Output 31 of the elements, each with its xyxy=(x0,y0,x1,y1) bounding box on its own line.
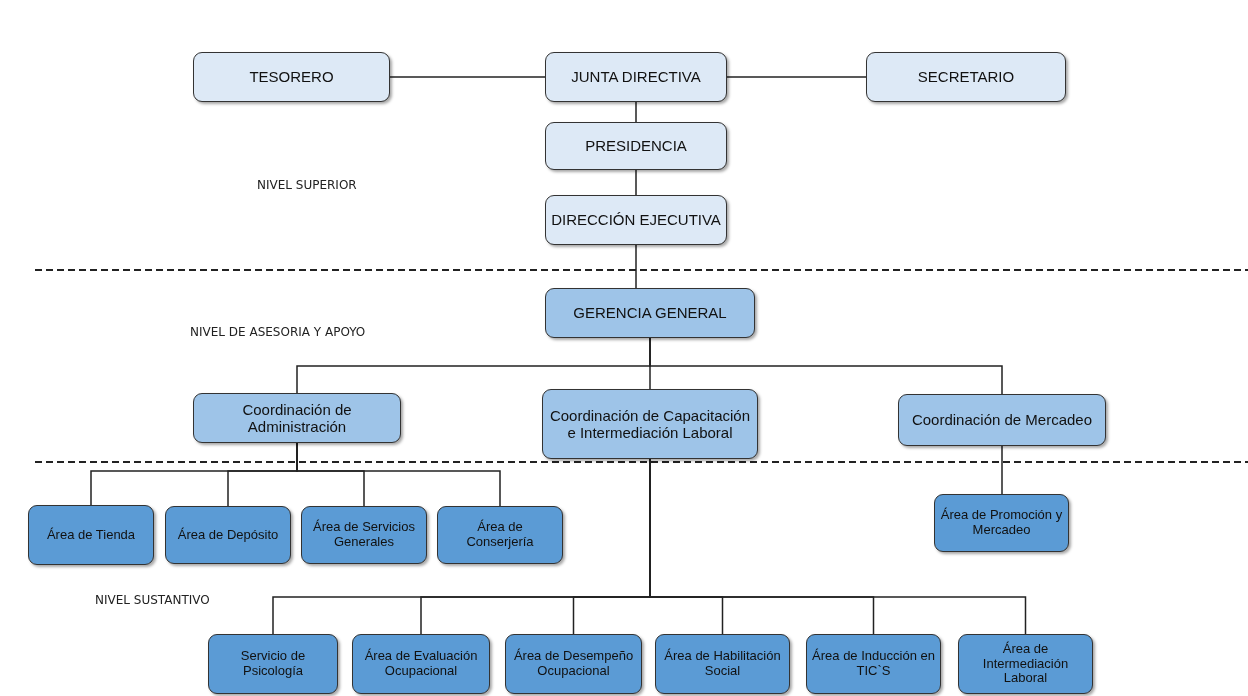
org-unit-box: Área de Promoción y Mercadeo xyxy=(934,494,1069,552)
org-unit-box: Área de Habilitación Social xyxy=(655,634,790,694)
org-unit-box: DIRECCIÓN EJECUTIVA xyxy=(545,195,727,245)
org-unit-box: Área de Depósito xyxy=(165,506,291,564)
org-unit-box: Área de Conserjería xyxy=(437,506,563,564)
org-unit-box: Área de Servicios Generales xyxy=(301,506,427,564)
connector-line xyxy=(1001,445,1003,495)
org-unit-box: SECRETARIO xyxy=(866,52,1066,102)
org-unit-box: Coordinación de Administración xyxy=(193,393,401,443)
org-unit-box: Área de Tienda xyxy=(28,505,154,565)
org-unit-box: Área de Evaluación Ocupacional xyxy=(352,634,490,694)
org-unit-box: Área de Inducción en TIC`S xyxy=(806,634,941,694)
level-label: NIVEL SUPERIOR xyxy=(257,178,357,192)
org-unit-box: Coordinación de Mercadeo xyxy=(898,394,1106,446)
org-unit-box: Coordinación de Capacitación e Intermediación Laboral xyxy=(542,389,758,459)
connector-line xyxy=(389,76,546,78)
connector-line xyxy=(635,169,637,196)
connector-line xyxy=(296,442,501,507)
org-unit-box: Servicio de Psicología xyxy=(208,634,338,694)
connector-line xyxy=(649,337,1003,395)
connector-line xyxy=(726,76,867,78)
org-unit-box: JUNTA DIRECTIVA xyxy=(545,52,727,102)
connector-line xyxy=(635,101,637,123)
org-unit-box: GERENCIA GENERAL xyxy=(545,288,755,338)
connector-line xyxy=(635,244,637,289)
level-label: NIVEL DE ASESORIA Y APOYO xyxy=(190,325,366,339)
org-unit-box: PRESIDENCIA xyxy=(545,122,727,170)
level-label: NIVEL SUSTANTIVO xyxy=(95,593,210,607)
org-unit-box: Área de Intermediación Laboral xyxy=(958,634,1093,694)
org-unit-box: TESORERO xyxy=(193,52,390,102)
org-unit-box: Área de Desempeño Ocupacional xyxy=(505,634,642,694)
